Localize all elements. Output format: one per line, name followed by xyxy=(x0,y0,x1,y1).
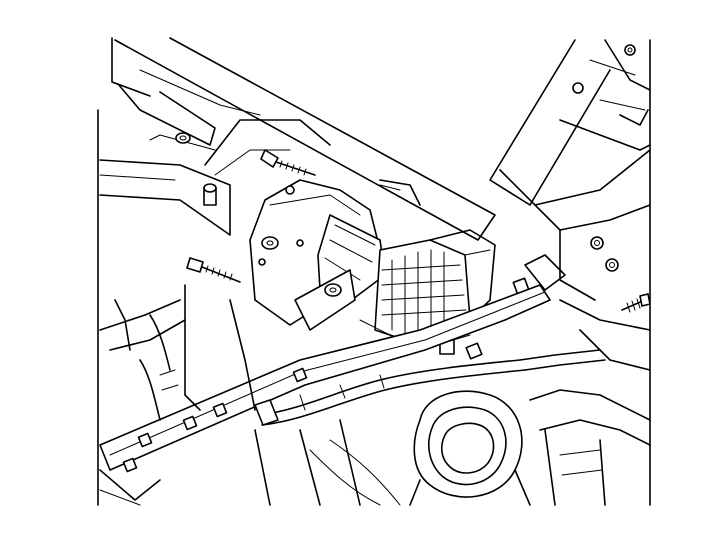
right-lower-housing xyxy=(529,299,651,506)
instrument-panel-bracket xyxy=(99,37,496,241)
lower-housing-panel xyxy=(184,284,401,506)
side-stud xyxy=(621,293,651,313)
mounting-screw-upper xyxy=(260,149,316,176)
wire-harness-channel xyxy=(99,299,186,421)
hvac-module-housing xyxy=(489,39,651,301)
blower-duct-outlet xyxy=(409,390,531,506)
bolt-left xyxy=(203,183,217,206)
wiring-harness xyxy=(254,349,606,426)
actuator-motor xyxy=(249,179,421,331)
mounting-screw-lower xyxy=(186,257,241,283)
drawing-frame xyxy=(97,39,651,506)
reinforcement-bar xyxy=(99,284,551,506)
